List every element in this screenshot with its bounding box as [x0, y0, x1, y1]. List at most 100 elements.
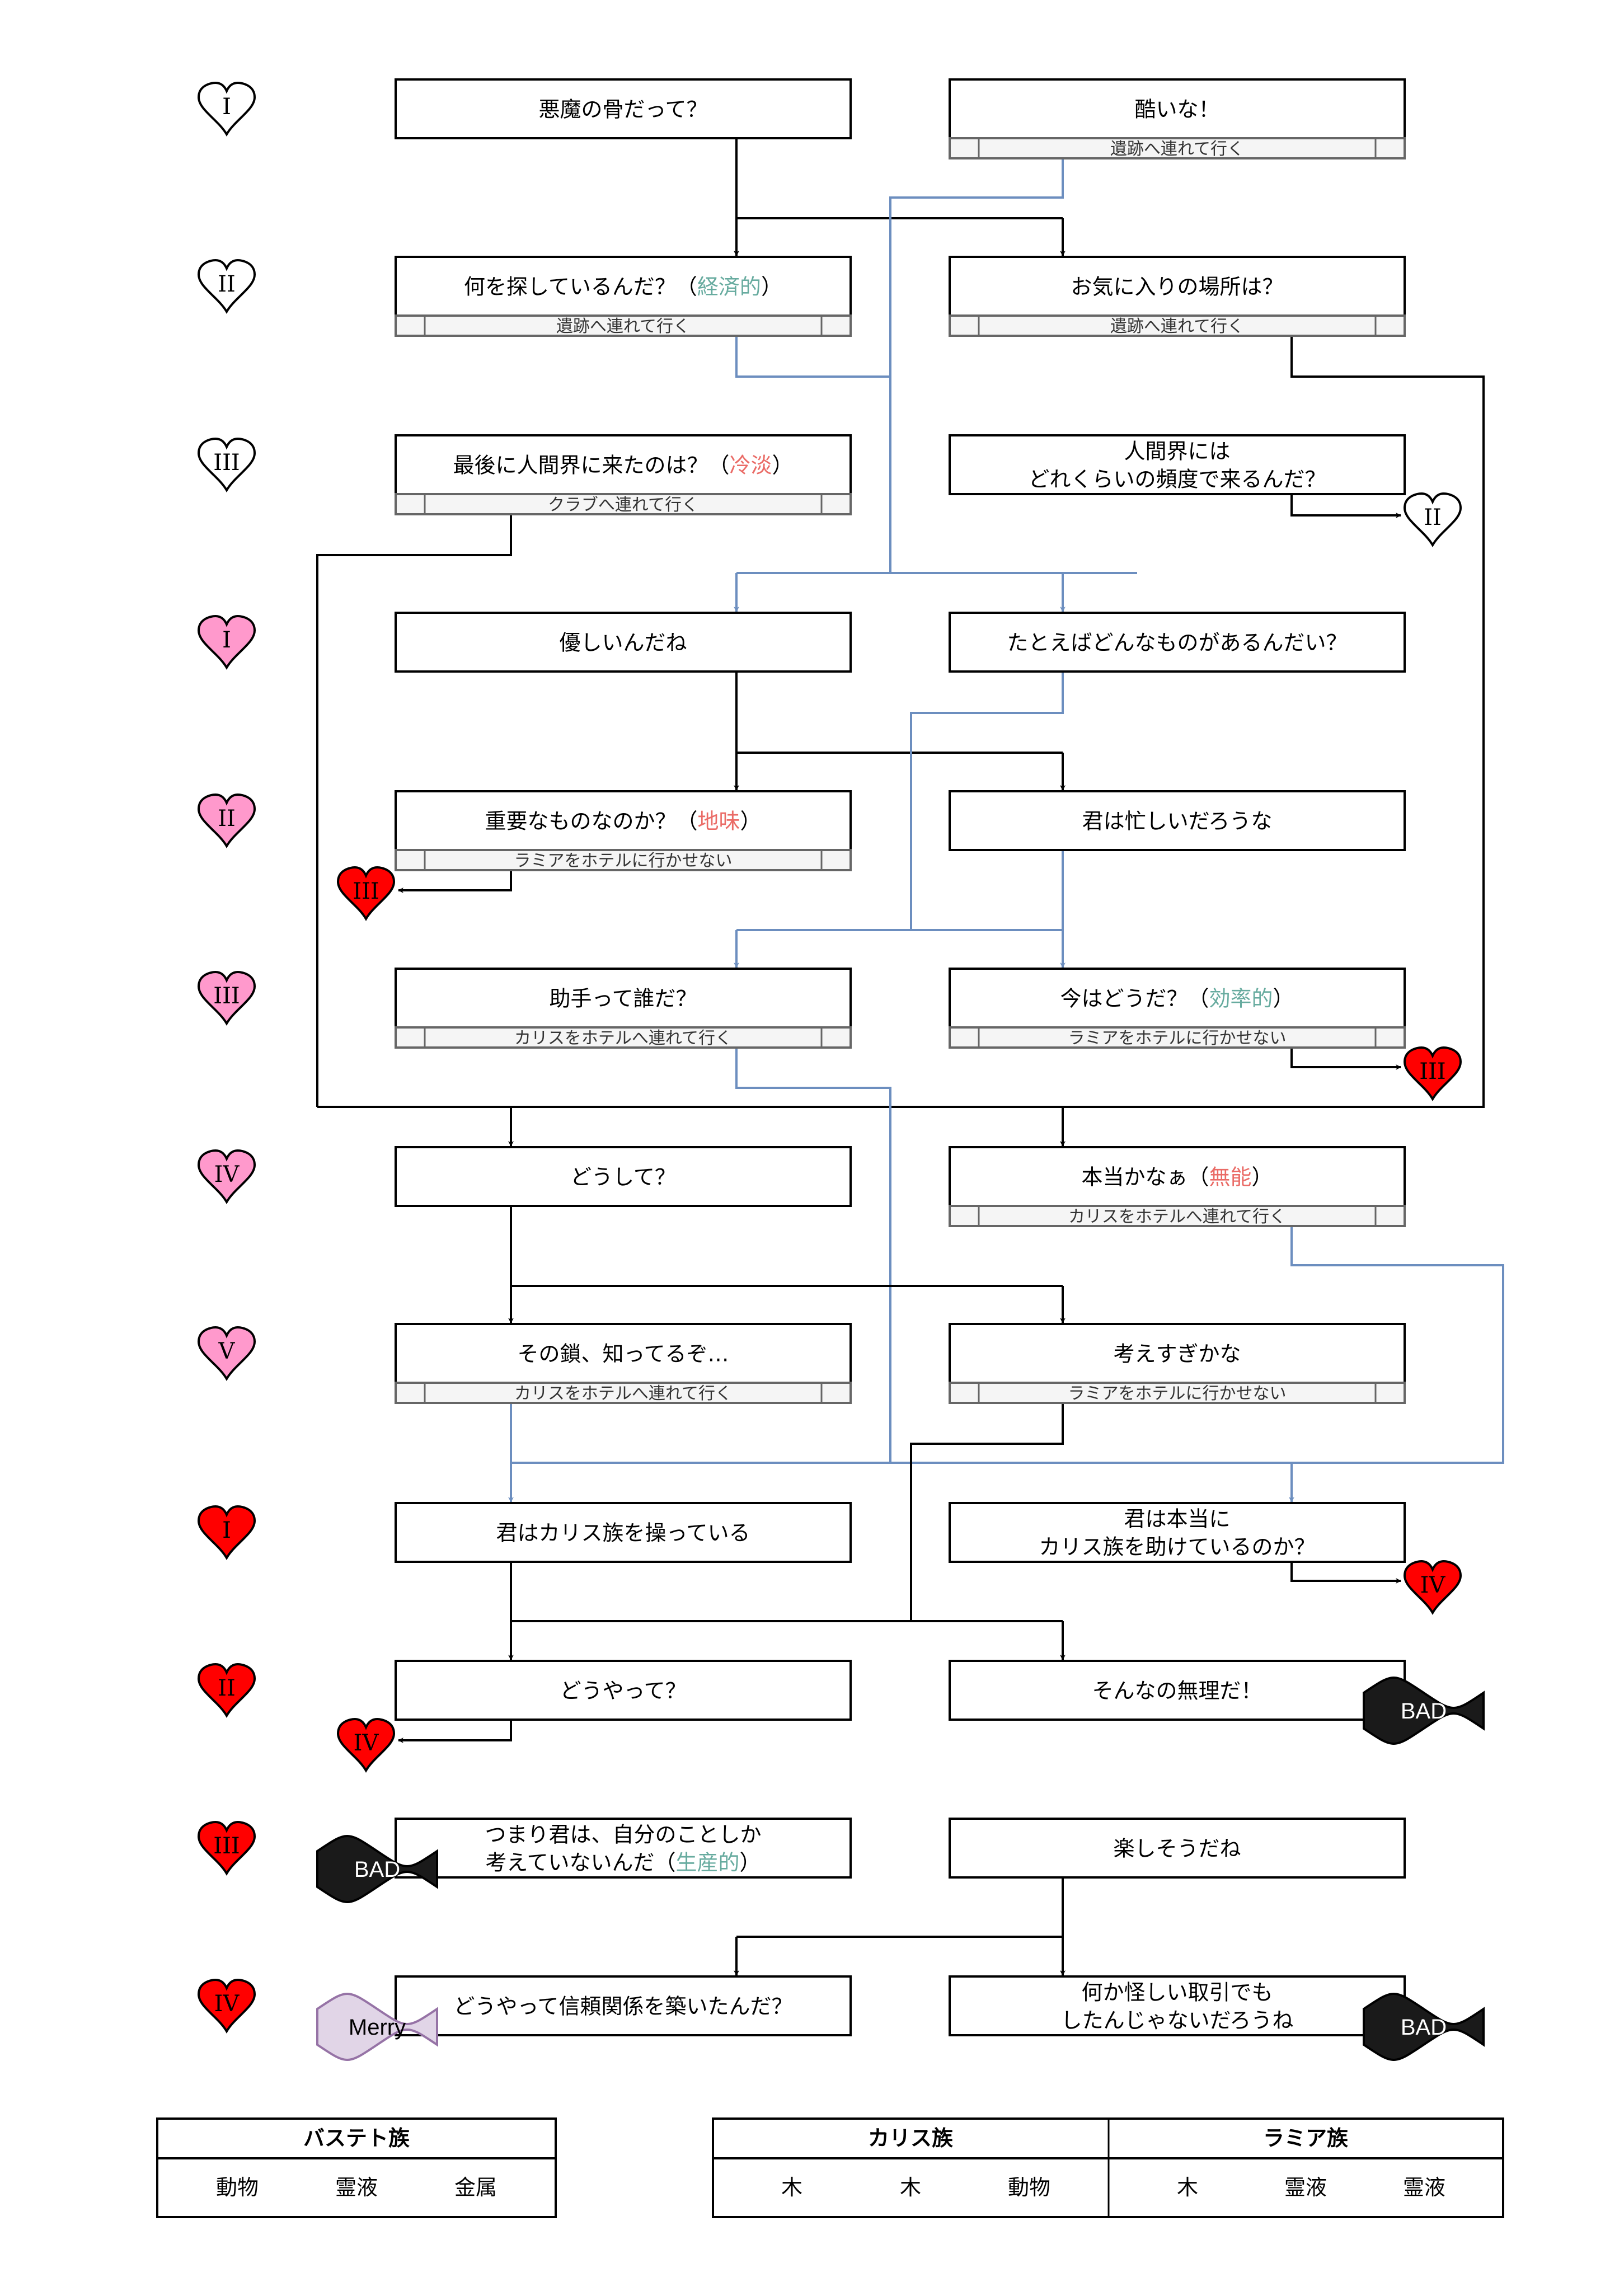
node-text: たとえばどんなものがあるんだい？ — [1007, 631, 1347, 655]
dialogue-node[interactable]: 悪魔の骨だって？ — [395, 78, 852, 139]
row-heart-11: III — [197, 1820, 256, 1876]
heart-icon — [197, 437, 256, 492]
dialogue-node[interactable]: 君はカリス族を操っている — [395, 1502, 852, 1563]
node-text: どうやって信頼関係を築いたんだ？ — [453, 1994, 792, 2019]
node-text-segment: 何か怪しい取引でも — [1081, 1980, 1273, 2005]
node-text: どうして？ — [570, 1165, 676, 1190]
trait-label: 経済的 — [697, 275, 761, 299]
action-bar: カリスをホテルへ連れて行く — [949, 1205, 1406, 1227]
dialogue-node[interactable]: 助手って誰だ？カリスをホテルへ連れて行く — [395, 968, 852, 1049]
node-text-segment: ） — [740, 1851, 761, 1875]
connector-line — [735, 1048, 891, 1463]
action-bar: ラミアをホテルに行かせない — [949, 1382, 1406, 1404]
dialogue-node[interactable]: お気に入りの場所は？ 遺跡へ連れて行く — [949, 256, 1406, 337]
node-text-segment: カリス族を助けているのか？ — [1039, 1535, 1315, 1560]
action-text: 遺跡へ連れて行く — [556, 317, 690, 336]
heart-icon — [197, 1505, 256, 1560]
table-cell: 霊液 — [1284, 2175, 1327, 2200]
row-heart-6: III — [197, 970, 256, 1026]
node-text-segment: 楽しそうだね — [1113, 1837, 1241, 1861]
dialogue-node[interactable]: その鎖、知ってるぞ… カリスをホテルへ連れて行く — [395, 1323, 852, 1404]
action-bar: 遺跡へ連れて行く — [949, 314, 1406, 337]
node-text-segment: 考えすぎかな — [1113, 1342, 1241, 1367]
connector-line — [736, 1877, 1064, 1938]
dialogue-node[interactable]: 本当かなぁ（無能） カリスをホテルへ連れて行く — [949, 1146, 1406, 1227]
trait-label: 地味 — [697, 809, 740, 834]
heart-numeral: III — [213, 450, 240, 476]
node-text: 考えていないんだ（生産的） — [485, 1851, 761, 1875]
node-box — [395, 1323, 852, 1384]
heart-icon — [1403, 1560, 1462, 1615]
nodes-layer: 悪魔の骨だって？ 酷いな！遺跡へ連れて行く何を探しているんだ？（経済的）遺跡へ連れ… — [395, 78, 1406, 2036]
node-text: お気に入りの場所は？ — [1071, 275, 1283, 299]
node-text-segment: どうして？ — [570, 1165, 676, 1190]
table-cell: 金属 — [454, 2175, 497, 2200]
node-text-segment: どれくらいの頻度で来るんだ？ — [1028, 467, 1326, 492]
table-cell: 木 — [1177, 2175, 1198, 2200]
node-text: 悪魔の骨だって？ — [538, 97, 707, 122]
dialogue-node[interactable]: 何を探しているんだ？（経済的）遺跡へ連れて行く — [395, 256, 852, 337]
heart-numeral: I — [222, 627, 231, 653]
connector-line — [889, 159, 1064, 573]
connector-line — [511, 1227, 1504, 1464]
node-box — [395, 256, 852, 317]
node-text-segment: たとえばどんなものがあるんだい？ — [1007, 631, 1347, 655]
row-heart-2: II — [197, 259, 256, 314]
node-text-segment: つまり君は、自分のことしか — [485, 1823, 761, 1847]
heart-icon — [197, 1326, 256, 1381]
table-cell: 動物 — [216, 2175, 259, 2200]
merry-ending-badge: Merry — [316, 1993, 438, 2061]
node-text: 君はカリス族を操っている — [496, 1521, 750, 1546]
action-text: ラミアをホテルに行かせない — [1068, 1384, 1287, 1403]
dialogue-node[interactable]: 最後に人間界に来たのは？（冷淡）クラブへ連れて行く — [395, 434, 852, 515]
heart-icon — [197, 1978, 256, 2034]
dialogue-node[interactable]: 優しいんだね — [395, 612, 852, 673]
table-bastet: バステト族 動物 霊液 金属 — [156, 2117, 557, 2218]
node-text: 今はどうだ？（効率的） — [1060, 987, 1294, 1011]
row-heart-1: I — [197, 81, 256, 137]
dialogue-node[interactable]: 今はどうだ？（効率的）ラミアをホテルに行かせない — [949, 968, 1406, 1049]
heart-icon — [336, 866, 396, 921]
node-text: 重要なものなのか？（地味） — [485, 809, 761, 834]
dialogue-node[interactable]: どうして？ — [395, 1146, 852, 1207]
node-box — [395, 1975, 852, 2036]
connector-line — [735, 336, 890, 378]
dialogue-node[interactable]: 重要なものなのか？（地味） ラミアをホテルに行かせない — [395, 790, 852, 871]
heart-icon — [197, 793, 256, 848]
node-box — [395, 612, 852, 673]
dialogue-node[interactable]: どうやって？ — [395, 1660, 852, 1721]
node-box — [949, 612, 1406, 673]
dialogue-node[interactable]: 酷いな！遺跡へ連れて行く — [949, 78, 1406, 159]
table-header: ラミア族 — [1263, 2126, 1348, 2151]
row-heart-8: V — [197, 1326, 256, 1381]
node-text: 何か怪しい取引でも — [1081, 1980, 1273, 2005]
node-text: その鎖、知ってるぞ… — [517, 1342, 729, 1367]
action-bar: カリスをホテルへ連れて行く — [395, 1382, 852, 1404]
dialogue-node[interactable]: どうやって信頼関係を築いたんだ？ — [395, 1975, 852, 2036]
heart-icon — [197, 970, 256, 1026]
node-text: そんなの無理だ！ — [1092, 1679, 1262, 1703]
connectors-layer — [316, 139, 1504, 1976]
dialogue-node[interactable]: 君は忙しいだろうな — [949, 790, 1406, 851]
action-text: ラミアをホテルに行かせない — [514, 851, 733, 871]
node-text: つまり君は、自分のことしか — [485, 1823, 761, 1847]
node-text-segment: どうやって？ — [560, 1679, 686, 1703]
dialogue-node[interactable]: たとえばどんなものがあるんだい？ — [949, 612, 1406, 673]
node-text: 本当かなぁ（無能） — [1081, 1165, 1273, 1190]
action-bar: クラブへ連れて行く — [395, 493, 852, 515]
node-text-segment: その鎖、知ってるぞ… — [517, 1342, 729, 1367]
heart-icon — [197, 81, 256, 137]
dialogue-node[interactable]: そんなの無理だ！ — [949, 1660, 1406, 1721]
node-box — [949, 1146, 1406, 1207]
connector-line — [1290, 1048, 1401, 1070]
dialogue-node[interactable]: 楽しそうだね — [949, 1818, 1406, 1879]
connector-line — [910, 1404, 1064, 1621]
heart-icon — [1403, 1046, 1462, 1101]
connector-line — [316, 514, 512, 1107]
